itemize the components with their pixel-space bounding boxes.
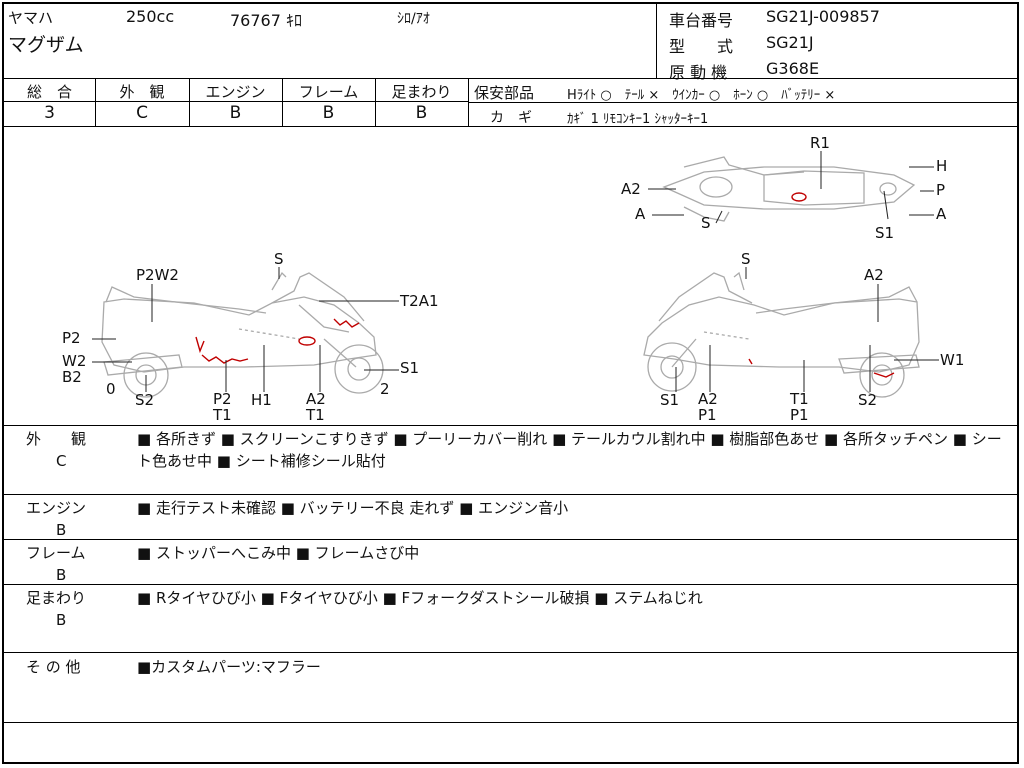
label-top-r1: R1	[810, 134, 830, 152]
overall-label: 総 合	[26, 83, 72, 101]
note-grade: C	[56, 452, 67, 470]
note-head: 外 観	[26, 430, 87, 448]
header-bottom-rule	[4, 78, 1017, 79]
key-value: ｶｷﾞ 1 ﾘﾓｺﾝｷｰ1 ｼｬｯﾀｰｷｰ1	[567, 112, 709, 127]
note-head: フレーム	[26, 544, 86, 562]
note-exterior: 外 観 C ■ 各所きず ■ スクリーンこすりきず ■ プーリーカバー削れ ■ …	[4, 428, 1017, 494]
label-right-t1p1: T1 P1	[790, 390, 809, 424]
frame-grade: B	[322, 103, 335, 123]
note-rule	[4, 584, 1017, 585]
label-right-w1: W1	[940, 351, 965, 369]
label-top-h: H	[936, 157, 948, 175]
note-head: そ の 他	[26, 658, 81, 676]
color: ｼﾛ/ｱｵ	[397, 11, 430, 27]
note-frame: フレーム B ■ ストッパーへこみ中 ■ フレームさび中	[4, 542, 1017, 584]
label-right-s2: S2	[858, 391, 878, 409]
label-left-s: S	[274, 250, 284, 268]
note-suspension: 足まわり B ■ Rタイヤひび小 ■ Fタイヤひび小 ■ Fフォークダストシール…	[4, 587, 1017, 651]
label-left-s2: S2	[135, 391, 155, 409]
model-name: マグザム	[8, 34, 84, 56]
suspension-label: 足まわり	[391, 83, 452, 101]
mileage: 76767 ｷﾛ	[230, 11, 302, 30]
note-grade: B	[56, 566, 67, 584]
note-rule	[4, 494, 1017, 495]
safety-mid-rule	[468, 102, 1017, 103]
engine-model-value: G368E	[766, 59, 820, 78]
type-value: SG21J	[766, 33, 814, 52]
engine-label: エンジン	[205, 83, 266, 101]
note-engine: エンジン B ■ 走行テスト未確認 ■ バッテリー不良 走れず ■ エンジン音小	[4, 497, 1017, 539]
label-left-p2: P2	[62, 329, 81, 347]
engine-model-label: 原 動 機	[669, 63, 728, 82]
chassis-value: SG21J-009857	[766, 7, 880, 26]
header-divider	[656, 4, 657, 78]
label-top-s: S	[701, 214, 711, 232]
label-right-a2: A2	[864, 266, 884, 284]
grade-col-divider	[189, 78, 190, 126]
label-left-w2: W2	[62, 352, 87, 370]
note-head: エンジン	[26, 499, 87, 517]
note-text: ■ Rタイヤひび小 ■ Fタイヤひび小 ■ Fフォークダストシール破損 ■ ステ…	[137, 589, 703, 607]
grade-mid-rule	[4, 101, 468, 102]
label-left-s1: S1	[400, 359, 420, 377]
exterior-label: 外 観	[119, 83, 165, 101]
note-rule	[4, 539, 1017, 540]
suspension-grade: B	[415, 103, 428, 123]
note-text: ■ ストッパーへこみ中 ■ フレームさび中	[137, 544, 420, 562]
label-top-s1: S1	[875, 224, 895, 242]
key-label: カ ギ	[490, 110, 532, 126]
label-left-p2w2: P2W2	[136, 266, 179, 284]
label-top-a2: A2	[621, 180, 641, 198]
label-left-b2: B2	[62, 368, 82, 386]
frame-label: フレーム	[298, 83, 359, 101]
displacement: 250cc	[126, 7, 175, 26]
grade-col-divider	[282, 78, 283, 126]
note-text: ■カスタムパーツ:マフラー	[137, 658, 321, 676]
label-left-h1: H1	[251, 391, 272, 409]
label-right-s1: S1	[660, 391, 680, 409]
engine-grade: B	[229, 103, 242, 123]
label-right-s: S	[741, 250, 751, 268]
note-text: ■ 各所きず ■ スクリーンこすりきず ■ プーリーカバー削れ ■ テールカウル…	[137, 430, 1002, 470]
label-top-a-left: A	[635, 205, 646, 223]
label-left-p2t1: P2 T1	[213, 390, 232, 424]
grade-col-divider	[375, 78, 376, 126]
exterior-grade: C	[136, 103, 148, 123]
maker: ヤマハ	[8, 9, 54, 27]
damage-diagram	[92, 151, 939, 398]
grade-col-divider	[95, 78, 96, 126]
grade-col-divider	[468, 78, 469, 126]
note-grade: B	[56, 521, 67, 539]
note-rule	[4, 722, 1017, 723]
scooter-top-view	[662, 156, 916, 222]
safety-items: Hﾗｲﾄ ○ ﾃｰﾙ × ｳｲﾝｶｰ ○ ﾎｰﾝ ○ ﾊﾞｯﾃﾘｰ ×	[567, 88, 836, 103]
scooter-left-view	[101, 271, 384, 398]
label-left-0: 0	[106, 380, 116, 398]
note-grade: B	[56, 611, 67, 629]
label-left-2: 2	[380, 380, 390, 398]
diagram-bottom-rule	[4, 425, 1017, 426]
note-head: 足まわり	[26, 589, 87, 607]
label-right-a2p1: A2 P1	[698, 390, 718, 424]
grade-bottom-rule	[4, 126, 1017, 127]
overall-grade: 3	[44, 103, 55, 123]
label-left-a2t1: A2 T1	[306, 390, 326, 424]
note-other: そ の 他 ■カスタムパーツ:マフラー	[4, 656, 1017, 722]
type-label: 型 式	[669, 37, 734, 56]
note-rule	[4, 652, 1017, 653]
label-left-t2a1: T2A1	[400, 292, 439, 310]
label-top-p: P	[936, 181, 946, 199]
note-text: ■ 走行テスト未確認 ■ バッテリー不良 走れず ■ エンジン音小	[137, 499, 569, 517]
safety-label: 保安部品	[474, 84, 535, 102]
scooter-right-view	[643, 271, 920, 398]
chassis-label: 車台番号	[669, 11, 734, 30]
label-top-a-right: A	[936, 205, 947, 223]
